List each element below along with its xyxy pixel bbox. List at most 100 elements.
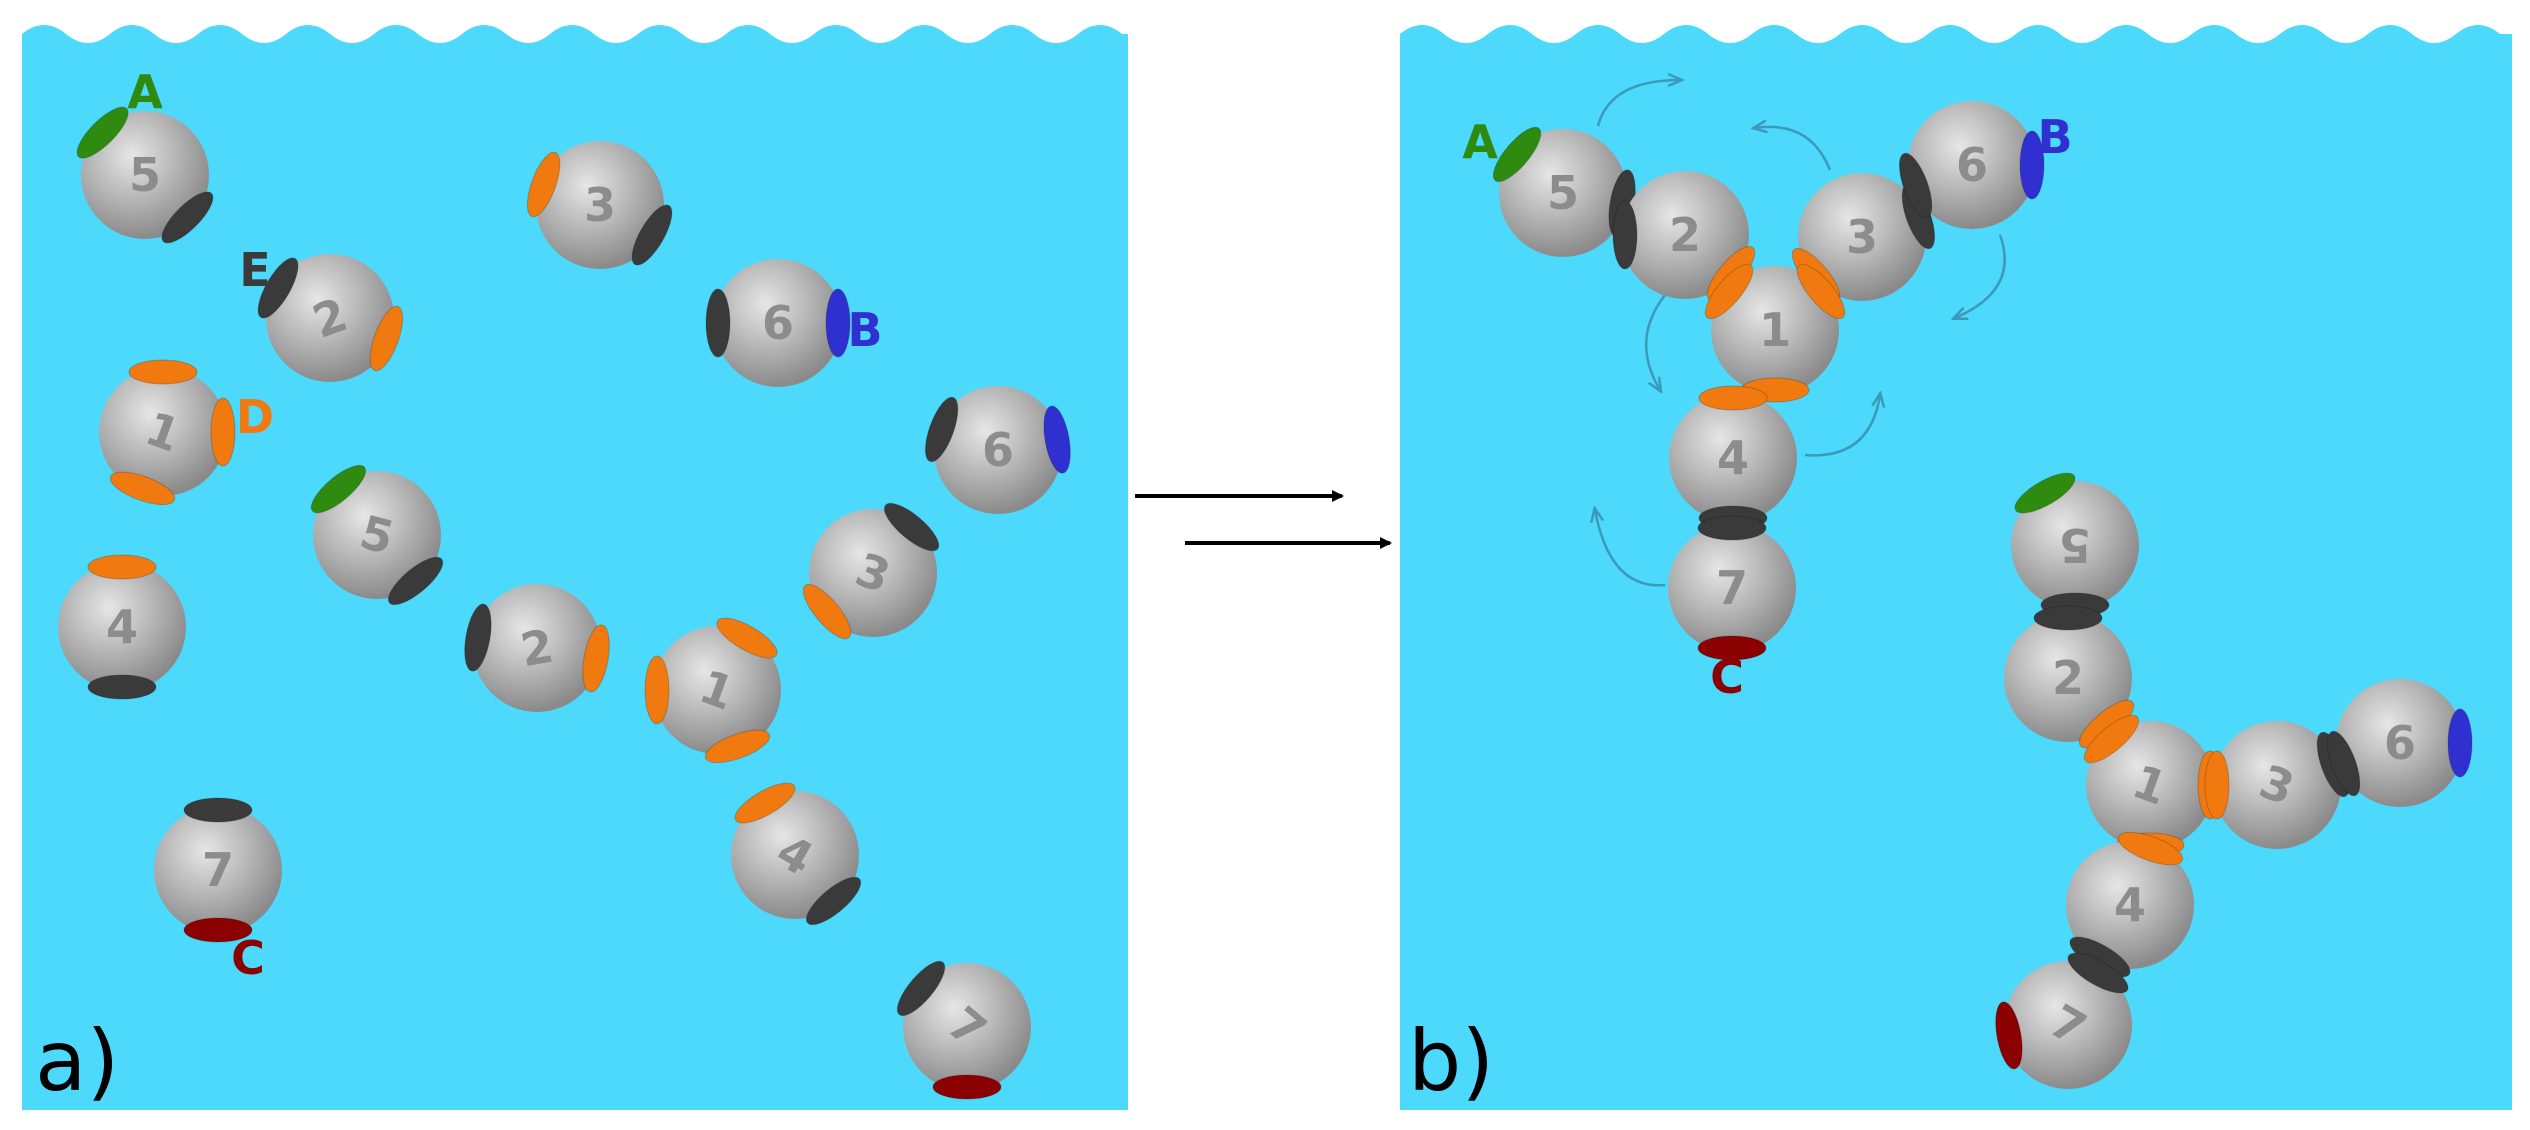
ball-number: 6 (762, 296, 794, 350)
ball-body (1711, 266, 1839, 394)
green-patch (76, 106, 129, 159)
ball-body (2004, 961, 2132, 1089)
green-patch (2014, 472, 2076, 514)
ball-body (653, 626, 781, 754)
ball-body (2336, 679, 2464, 807)
orange-patch (1704, 263, 1754, 320)
orange-patch (1698, 385, 1768, 411)
ball-body (2086, 721, 2214, 849)
ball-number: 6 (982, 423, 1014, 477)
dark-patch (805, 876, 862, 926)
ball-1: 1 (99, 359, 236, 506)
ball-number: 3 (1846, 210, 1878, 264)
dark-patch (883, 502, 940, 552)
ball-number: 2 (2052, 651, 2084, 705)
ball-body (1621, 171, 1749, 299)
patch-label-a: A (1462, 115, 1498, 169)
orange-patch (734, 782, 796, 824)
ball-body (313, 471, 441, 599)
ball-body (714, 259, 842, 387)
cluster1-ball-6: 6 (1898, 101, 2045, 229)
cluster2-ball-4: 4 (2066, 831, 2194, 978)
ball-body (99, 368, 227, 496)
rotation-arrow (1644, 294, 1666, 390)
orange-patch (2117, 831, 2184, 866)
ball-number: 6 (2384, 716, 2416, 770)
dark-patch (924, 396, 959, 463)
green-patch (1492, 126, 1542, 183)
orange-patch (210, 397, 236, 467)
red-patch (932, 1074, 1002, 1100)
cluster2-ball-7: 7 (1995, 952, 2132, 1089)
ball-number: 4 (1717, 431, 1749, 485)
cluster1-ball-1: 1 (1704, 263, 1846, 403)
dark-patch (464, 603, 492, 672)
ball-body (473, 584, 601, 712)
dark-patch (183, 797, 253, 823)
rotation-arrow (1955, 234, 2006, 318)
dark-patch (257, 257, 299, 319)
rotation-arrow (1596, 80, 1680, 127)
cluster1-ball-7: 7 (1668, 515, 1796, 661)
panel-a-label: a) (35, 1012, 119, 1110)
red-patch (1697, 635, 1767, 661)
ball-number: 2 (1669, 208, 1701, 262)
ball-2: 2 (257, 254, 404, 382)
ball-1: 1 (644, 617, 781, 764)
ball-body (731, 791, 859, 919)
green-patch (310, 464, 367, 514)
ball-number: 5 (2059, 518, 2091, 572)
orange-patch (704, 729, 771, 764)
blue-patch (2447, 708, 2473, 778)
orange-patch (716, 617, 778, 659)
patch-label-b: B (847, 303, 882, 357)
patch-label-e: E (239, 243, 270, 297)
ball-5: 5 (310, 464, 444, 606)
ball-5: 5 (76, 106, 214, 244)
ball-7: 7 (154, 797, 282, 943)
orange-patch (582, 624, 610, 693)
patch-label-d: D (236, 390, 274, 444)
patch-label-c: C (1710, 650, 1744, 704)
equilibrium-arrows (1135, 490, 1392, 549)
ball-body (81, 111, 209, 239)
ball-number: 7 (202, 843, 234, 897)
ball-4: 4 (58, 554, 186, 700)
orange-patch (87, 554, 157, 580)
ball-body (1669, 394, 1797, 522)
dark-patch (2033, 605, 2103, 631)
orange-patch (109, 471, 176, 506)
ball-body (536, 141, 664, 269)
ball-body (58, 563, 186, 691)
ball-body (2066, 841, 2194, 969)
ball-2: 2 (464, 584, 610, 712)
panel-b-label: b) (1408, 1012, 1494, 1110)
ball-body (2011, 481, 2139, 609)
orange-patch (2204, 750, 2230, 820)
ball-number: 4 (2114, 878, 2146, 932)
orange-patch (369, 305, 404, 372)
patch-label-b: B (2037, 110, 2072, 164)
ball-body (809, 509, 937, 637)
red-patch (1995, 1001, 2023, 1070)
cluster2-ball-1: 1 (2083, 714, 2223, 858)
cluster1-ball-3: 3 (1791, 173, 1936, 304)
rotation-arrow (1755, 127, 1832, 171)
blue-patch (1043, 405, 1071, 474)
ball-number: 7 (1716, 561, 1748, 615)
ball-body (1798, 173, 1926, 301)
dark-patch (161, 191, 214, 244)
dark-patch (387, 556, 444, 606)
ball-body (934, 386, 1062, 514)
ball-body (1668, 524, 1796, 652)
ball-6: 6 (924, 386, 1071, 514)
dark-patch (705, 288, 731, 358)
patch-label-a: A (127, 65, 163, 119)
dark-patch (1898, 152, 1933, 219)
rotation-arrow (1595, 510, 1666, 587)
ball-body (2213, 721, 2341, 849)
rotation-arrow (1804, 395, 1880, 457)
blue-patch (2019, 130, 2045, 200)
